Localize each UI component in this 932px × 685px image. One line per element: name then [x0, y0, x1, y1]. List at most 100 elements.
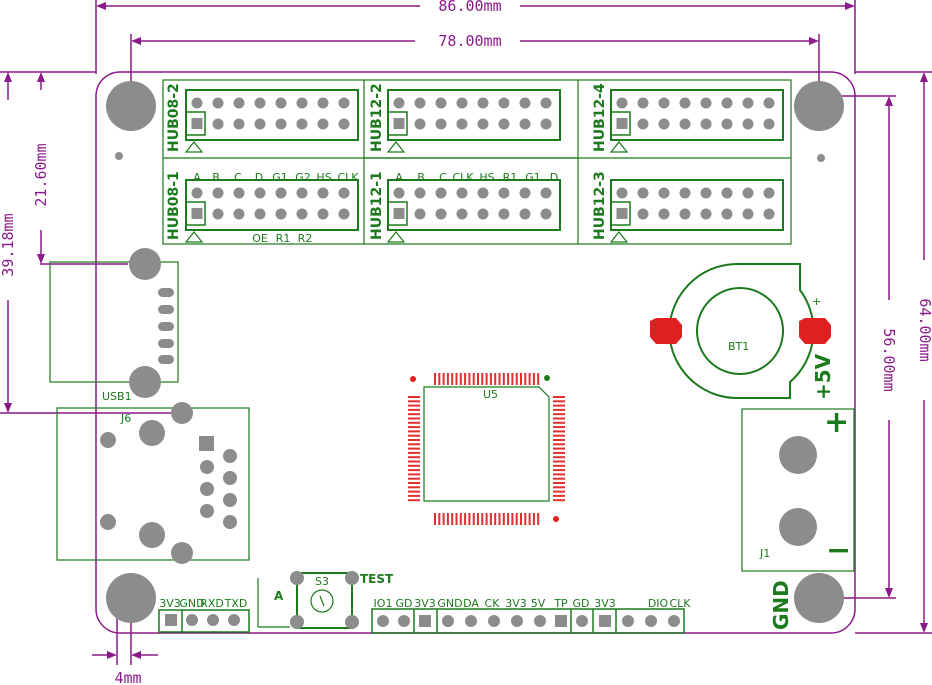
- mcu-pin: [553, 443, 565, 446]
- mcu-pin: [408, 434, 420, 437]
- label-hub12-1: HUB12-1: [369, 171, 385, 240]
- mcu-pin: [553, 413, 565, 416]
- header-pin: [212, 187, 224, 199]
- mcu-pin: [489, 513, 492, 525]
- header-pin: [477, 187, 489, 199]
- mcu-pin: [408, 439, 420, 441]
- mcu-pin: [408, 494, 420, 497]
- mcu-pin: [472, 373, 475, 385]
- header-pin: [456, 208, 468, 220]
- header-pin: [254, 208, 266, 220]
- battery-holder: [669, 262, 815, 400]
- header-pin: [338, 208, 350, 220]
- mcu-pin: [553, 400, 565, 403]
- header-pin: [212, 118, 224, 130]
- pin1-triangle: [609, 231, 629, 243]
- mcu-pin: [553, 456, 565, 459]
- mcu-pin: [446, 373, 449, 385]
- header-pin-square: [393, 118, 405, 129]
- header-pin: [658, 118, 670, 130]
- header-pin: [742, 118, 754, 130]
- mcu-pin: [434, 373, 436, 385]
- mcu-pin: [408, 499, 420, 502]
- header-pin: [679, 97, 691, 109]
- mcu-pin: [553, 439, 565, 441]
- mcu-pin: [481, 513, 484, 525]
- mcu-pin: [498, 513, 501, 525]
- header-pin: [233, 208, 245, 220]
- dim-hole-inset: 4mm: [114, 669, 141, 685]
- dim-height-holes: 56.00mm: [880, 328, 898, 391]
- label-j6: J6: [120, 412, 131, 425]
- bottom-pin: [511, 615, 523, 627]
- hub08-1-bottom-pin-label: R2: [298, 232, 313, 245]
- mcu-body: [410, 375, 559, 522]
- bottom-pin-square: [555, 615, 567, 627]
- hub-header-outline: [610, 179, 784, 231]
- header-pin-square: [616, 208, 628, 219]
- mcu-pin: [408, 473, 420, 476]
- dim-usb-offset: 39.18mm: [0, 213, 17, 276]
- header-pin: [456, 97, 468, 109]
- mcu-pin: [485, 513, 488, 525]
- pin1-triangle: [386, 231, 406, 243]
- hub08-1-top-pin-label: HS: [316, 171, 331, 184]
- header-pin: [393, 97, 405, 109]
- header-pin: [275, 97, 287, 109]
- pin1-triangle: [184, 231, 204, 243]
- label-j1: J1: [759, 547, 770, 560]
- bottom-pin-label: DA: [463, 597, 479, 610]
- label-usb1: USB1: [102, 390, 132, 403]
- bottom-pin-label: CLK: [669, 597, 691, 610]
- mcu-pin: [438, 513, 441, 525]
- label-plus-5v: +5V: [811, 353, 835, 400]
- hub08-1-bottom-pin-label: R1: [276, 232, 291, 245]
- power-pad-plus: [779, 436, 817, 474]
- hub-header-outline: [185, 89, 359, 141]
- pin1-marker: [610, 201, 631, 226]
- mcu-pin: [451, 373, 454, 385]
- header-pin: [275, 208, 287, 220]
- mcu-pin: [553, 396, 565, 398]
- header-pin: [519, 97, 531, 109]
- bottom-pin-label: IO1: [374, 597, 393, 610]
- bottom-pin: [622, 615, 634, 627]
- hub-header-outline: [185, 179, 359, 231]
- label-a: A: [274, 589, 284, 603]
- uart-pin: [228, 614, 240, 626]
- bottom-pin-label: TP: [553, 597, 568, 610]
- hub-header-outline: [387, 179, 561, 231]
- header-pin: [763, 97, 775, 109]
- hub12-1-top-pin-label: B: [417, 171, 425, 184]
- header-pin: [637, 208, 649, 220]
- header-pin: [477, 118, 489, 130]
- mcu-pin: [408, 456, 420, 459]
- bottom-pin-label: DIO: [648, 597, 669, 610]
- bottom-pin: [377, 615, 389, 627]
- mcu-pin: [520, 373, 522, 385]
- header-pin: [742, 97, 754, 109]
- dim-width-holes: 78.00mm: [438, 32, 501, 50]
- mcu-pin: [507, 373, 510, 385]
- header-pin: [498, 187, 510, 199]
- label-hub08-1: HUB08-1: [166, 171, 182, 240]
- mcu-pin: [442, 373, 445, 385]
- pin1-marker: [387, 111, 408, 136]
- pin1-triangle: [386, 141, 406, 153]
- mcu-pin: [528, 373, 531, 385]
- header-pin: [540, 97, 552, 109]
- header-pin: [414, 187, 426, 199]
- hub12-1-top-pin-label: C: [439, 171, 447, 184]
- mcu-pin: [553, 426, 565, 429]
- mcu-pin: [532, 373, 535, 385]
- uart-header-outline: [158, 609, 250, 633]
- mcu-pin: [408, 413, 420, 416]
- hub08-1-top-pin-label: G1: [272, 171, 288, 184]
- header-pin: [498, 97, 510, 109]
- mcu-pin: [515, 513, 518, 525]
- mcu-pin: [468, 513, 471, 525]
- header-pin: [317, 208, 329, 220]
- hub-headers: [184, 89, 784, 243]
